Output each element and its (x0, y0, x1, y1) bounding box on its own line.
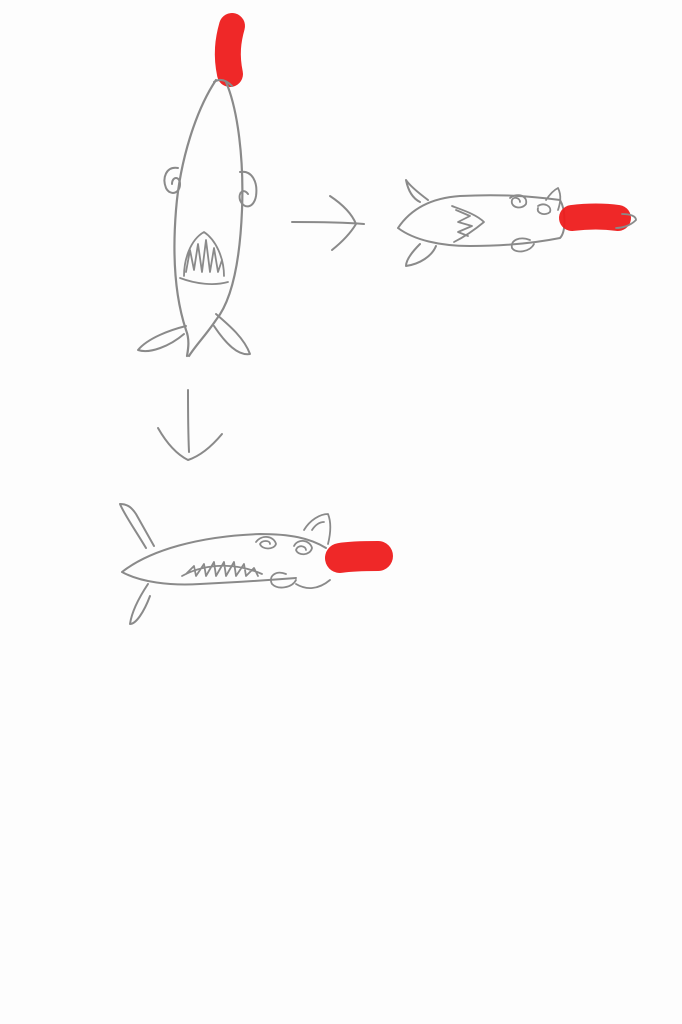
shark-nose (213, 78, 233, 87)
shark-body-outline (121, 533, 327, 586)
right-eye (238, 170, 258, 208)
shark-vertical (137, 13, 258, 358)
left-eye (163, 166, 181, 194)
eye-2 (536, 203, 552, 215)
eye-1 (509, 194, 528, 209)
bottom-fin (129, 583, 151, 625)
top-fin (119, 503, 155, 549)
arrow-right-icon (291, 195, 365, 251)
bottom-fin (405, 243, 437, 267)
mouth-lower-line (179, 277, 229, 285)
red-marker-mark (214, 13, 245, 87)
nose-tip (615, 213, 637, 229)
red-marker-mark (325, 541, 393, 573)
shark-mouth (181, 561, 263, 577)
red-marker-mark (559, 203, 631, 231)
eye-1 (255, 536, 277, 550)
shark-mouth (183, 231, 225, 277)
ear (303, 513, 332, 545)
shark-rotated-right (397, 179, 637, 267)
eye-2 (293, 540, 313, 556)
chin (510, 237, 535, 253)
left-fin (137, 325, 187, 352)
ear (545, 187, 562, 211)
right-fin (213, 313, 251, 356)
top-fin (405, 179, 429, 203)
shark-mouth (451, 205, 485, 243)
shark-body-outline (173, 78, 244, 358)
arrow-down-icon (157, 389, 223, 461)
shark-rotated-down (119, 503, 393, 625)
chin (270, 571, 331, 589)
